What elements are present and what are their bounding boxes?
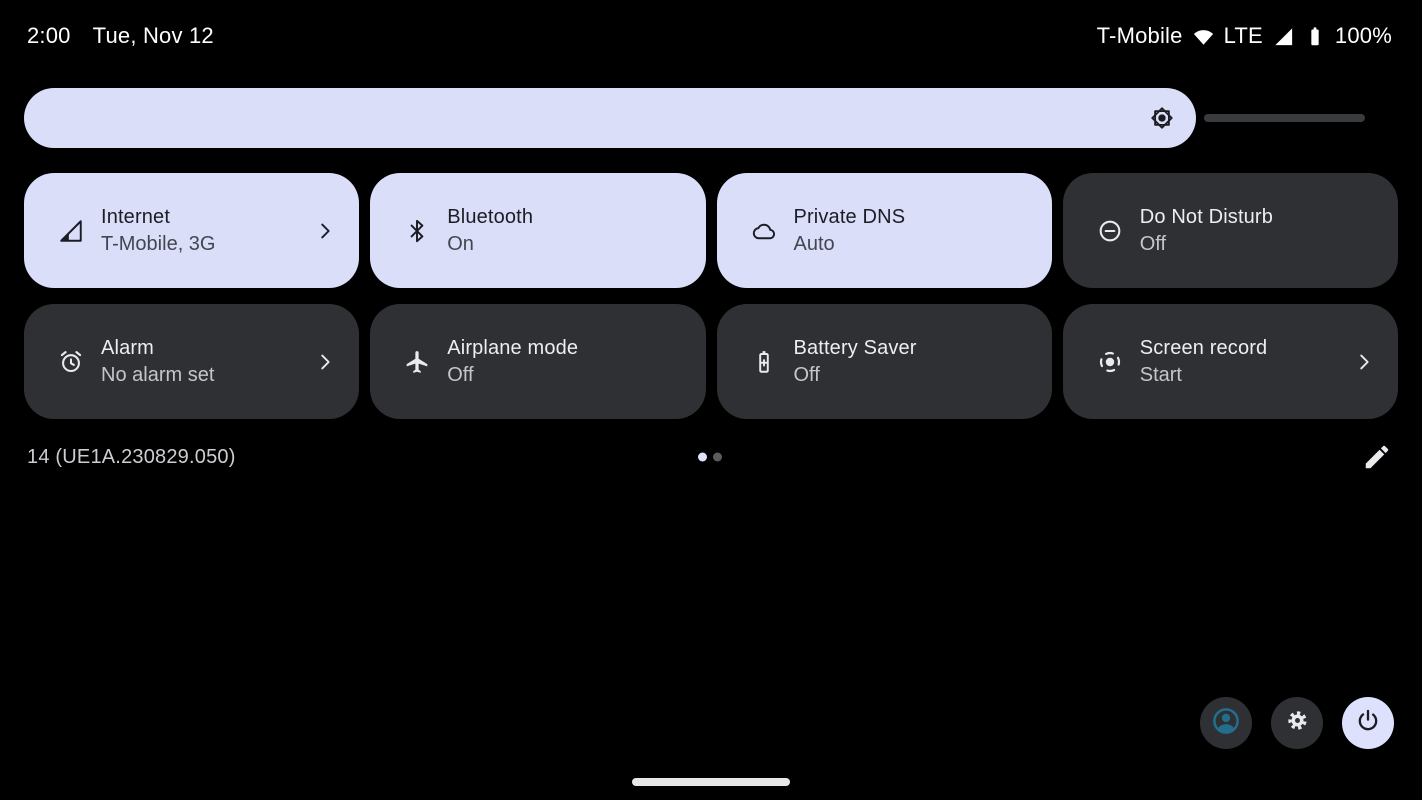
build-number-label: 14 (UE1A.230829.050) bbox=[27, 445, 236, 468]
tile-subtitle: Off bbox=[447, 363, 474, 386]
gear-icon bbox=[1284, 707, 1311, 739]
tile-subtitle: Auto bbox=[793, 232, 835, 255]
page-dot-inactive bbox=[712, 452, 722, 462]
tile-airplane-mode[interactable]: Airplane mode Off bbox=[370, 304, 706, 419]
carrier-label: T-Mobile bbox=[1096, 23, 1183, 48]
chevron-right-icon bbox=[1353, 351, 1375, 373]
do-not-disturb-icon bbox=[1097, 218, 1123, 244]
tile-battery-saver[interactable]: Battery Saver Off bbox=[716, 304, 1052, 419]
cellular-signal-icon bbox=[58, 218, 84, 244]
airplane-icon bbox=[404, 349, 430, 375]
brightness-track[interactable] bbox=[1204, 114, 1365, 122]
alarm-icon bbox=[58, 349, 84, 375]
page-dot-active bbox=[697, 452, 707, 462]
clock: 2:00 bbox=[27, 23, 71, 48]
chevron-right-icon bbox=[314, 220, 336, 242]
tile-alarm[interactable]: Alarm No alarm set bbox=[24, 304, 360, 419]
tile-title: Battery Saver bbox=[793, 336, 917, 359]
chevron-right-icon bbox=[314, 351, 336, 373]
tile-subtitle: On bbox=[447, 232, 474, 255]
tile-subtitle: Off bbox=[793, 363, 820, 386]
brightness-icon bbox=[1149, 105, 1175, 131]
tile-subtitle: No alarm set bbox=[101, 363, 215, 386]
tile-subtitle: Off bbox=[1139, 232, 1167, 255]
tile-subtitle: Start bbox=[1139, 363, 1182, 386]
home-gesture-bar[interactable] bbox=[632, 778, 790, 786]
tile-title: Screen record bbox=[1139, 336, 1268, 359]
tile-title: Internet bbox=[101, 205, 171, 228]
network-type-label: LTE bbox=[1223, 23, 1263, 48]
battery-percent-label: 100% bbox=[1334, 23, 1392, 48]
tile-title: Do Not Disturb bbox=[1139, 205, 1274, 228]
bluetooth-icon bbox=[404, 218, 430, 244]
edit-tiles-button[interactable] bbox=[1362, 442, 1392, 472]
footer-buttons bbox=[1200, 697, 1394, 749]
tile-screen-record[interactable]: Screen record Start bbox=[1062, 304, 1398, 419]
battery-icon bbox=[1304, 25, 1326, 48]
tile-title: Alarm bbox=[101, 336, 154, 359]
tile-bluetooth[interactable]: Bluetooth On bbox=[370, 173, 706, 288]
cloud-icon bbox=[751, 218, 777, 244]
settings-button[interactable] bbox=[1271, 697, 1323, 749]
tile-private-dns[interactable]: Private DNS Auto bbox=[716, 173, 1052, 288]
user-switcher-button[interactable] bbox=[1200, 697, 1252, 749]
wifi-icon bbox=[1192, 25, 1215, 48]
tile-title: Private DNS bbox=[793, 205, 906, 228]
tile-title: Airplane mode bbox=[447, 336, 579, 359]
tile-internet[interactable]: Internet T-Mobile, 3G bbox=[24, 173, 360, 288]
tile-subtitle: T-Mobile, 3G bbox=[101, 232, 216, 255]
cellular-signal-icon bbox=[1272, 25, 1295, 48]
brightness-slider[interactable] bbox=[24, 88, 1196, 148]
date: Tue, Nov 12 bbox=[92, 23, 214, 48]
power-icon bbox=[1354, 707, 1382, 740]
status-bar: 2:00 Tue, Nov 12 T-Mobile LTE 100% bbox=[27, 20, 1392, 52]
screen-record-icon bbox=[1097, 349, 1123, 375]
power-button[interactable] bbox=[1342, 697, 1394, 749]
quick-settings-grid: Internet T-Mobile, 3G Bluetooth On Priv bbox=[24, 173, 1398, 419]
tile-do-not-disturb[interactable]: Do Not Disturb Off bbox=[1062, 173, 1398, 288]
battery-saver-icon bbox=[751, 349, 777, 375]
page-indicator bbox=[697, 452, 722, 462]
quick-settings-footer-row: 14 (UE1A.230829.050) bbox=[27, 442, 1392, 472]
tile-title: Bluetooth bbox=[447, 205, 534, 228]
user-avatar-icon bbox=[1210, 705, 1242, 742]
